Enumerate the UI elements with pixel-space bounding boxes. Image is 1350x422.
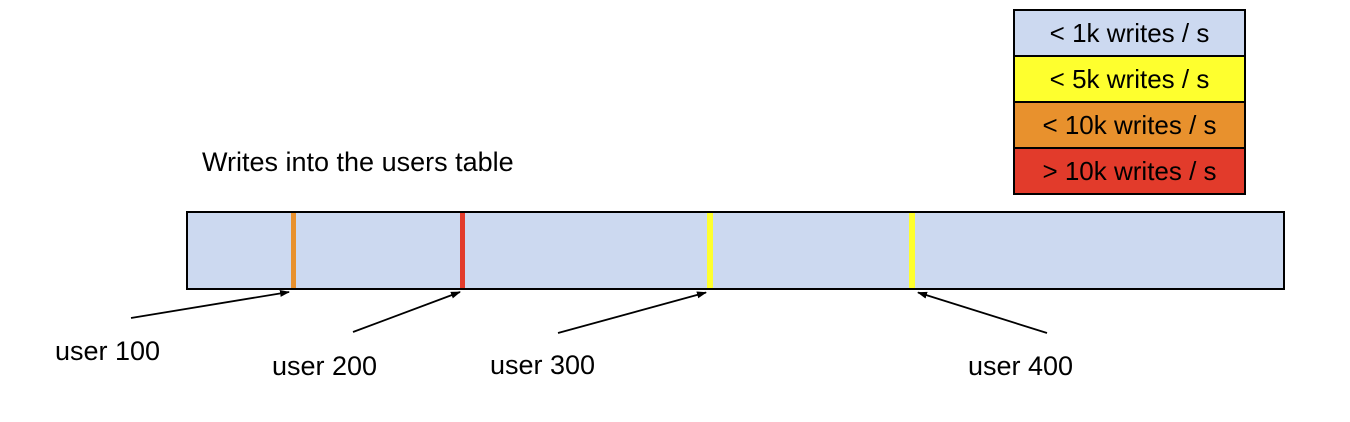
diagram-title: Writes into the users table <box>202 147 514 177</box>
users-table-bar <box>186 211 1285 290</box>
user-label-100: user 100 <box>55 336 161 366</box>
write-hotspot-marker-user-400 <box>909 213 915 288</box>
write-hotspot-marker-user-300 <box>707 213 713 288</box>
write-hotspot-marker-user-100 <box>291 213 296 288</box>
legend-item-lt5k: < 5k writes / s <box>1015 55 1244 101</box>
arrow-user-100 <box>130 290 290 319</box>
legend-item-lt10k: < 10k writes / s <box>1015 101 1244 147</box>
user-label-300: user 300 <box>490 350 596 380</box>
legend-item-label: < 1k writes / s <box>1049 17 1210 48</box>
user-label-400: user 400 <box>968 351 1074 381</box>
legend-item-label: < 10k writes / s <box>1042 109 1217 140</box>
legend-item-label: < 5k writes / s <box>1049 63 1210 94</box>
legend-item-label: > 10k writes / s <box>1042 155 1217 186</box>
legend-item-lt1k: < 1k writes / s <box>1015 11 1244 55</box>
legend: < 1k writes / s < 5k writes / s < 10k wr… <box>1013 9 1246 195</box>
legend-item-gt10k: > 10k writes / s <box>1015 147 1244 193</box>
arrow-user-300 <box>557 291 707 334</box>
arrow-user-200 <box>352 291 461 333</box>
user-label-200: user 200 <box>272 351 378 381</box>
arrow-user-400 <box>917 291 1048 334</box>
write-hotspot-marker-user-200 <box>460 213 465 288</box>
